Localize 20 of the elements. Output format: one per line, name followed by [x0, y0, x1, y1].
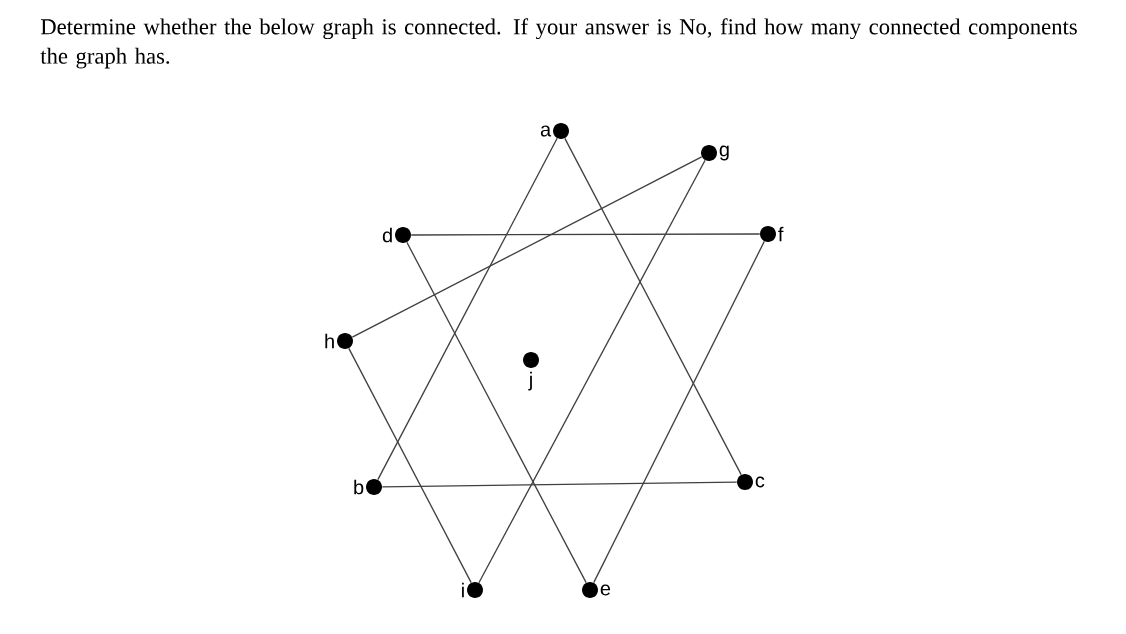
edge — [351, 156, 703, 338]
edge — [406, 241, 587, 584]
vertex-label: b — [354, 479, 364, 495]
vertex-label: f — [778, 226, 784, 242]
vertex-label: j — [528, 371, 532, 391]
question-text: Determine whether the below graph is connected. If your answer is No, find how many connected components the graph has. — [40, 18, 1077, 69]
vertex-label: d — [382, 227, 392, 243]
edge — [377, 137, 558, 481]
edge — [478, 159, 706, 584]
vertex-label: e — [600, 584, 611, 596]
vertex-label: c — [755, 476, 765, 488]
edge — [348, 347, 472, 584]
edge — [593, 240, 765, 584]
vertex-label: h — [325, 333, 334, 349]
edge — [410, 233, 761, 236]
vertex-label: a — [540, 125, 552, 137]
vertex-label: i — [462, 582, 464, 598]
edge — [381, 481, 738, 488]
vertex-label: g — [719, 145, 729, 161]
edge — [564, 137, 742, 476]
